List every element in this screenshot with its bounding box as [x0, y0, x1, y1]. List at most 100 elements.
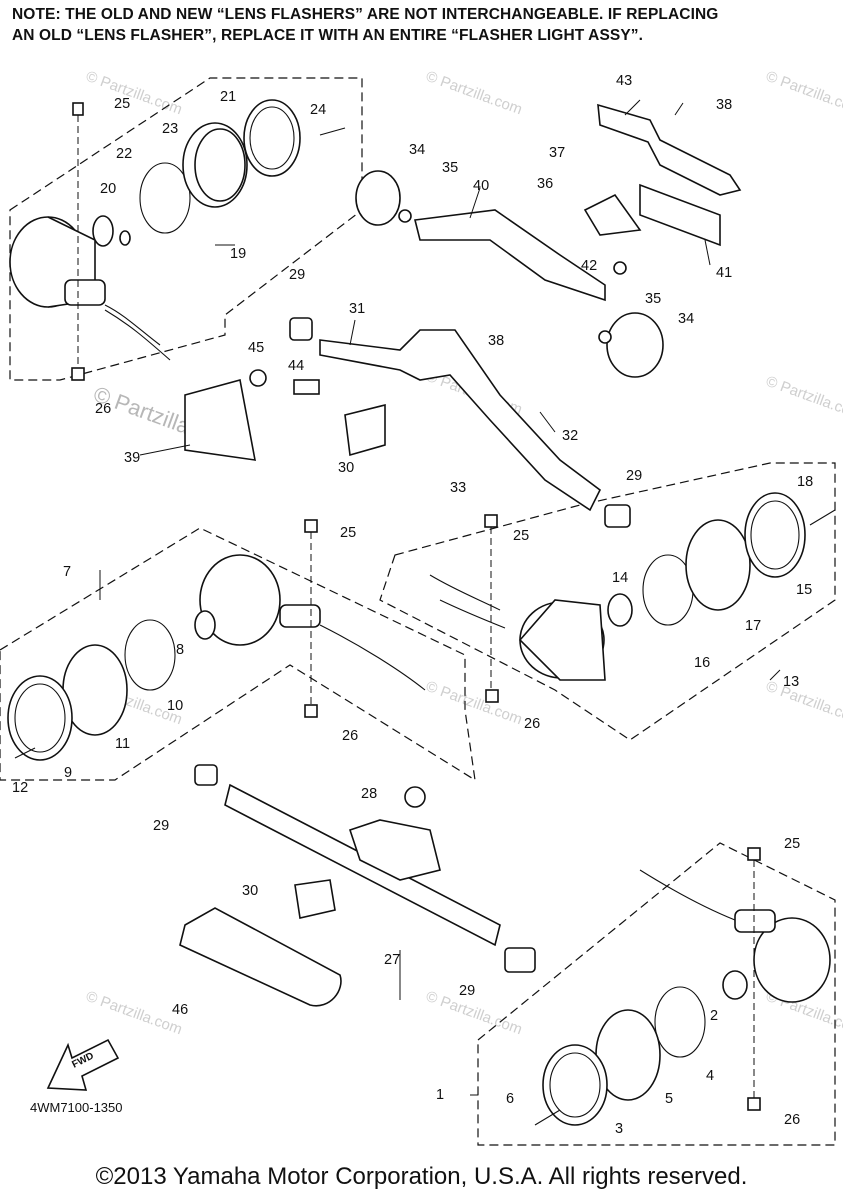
callout-10: 10 — [167, 698, 183, 714]
callouts: 1 2 3 4 5 6 7 8 9 10 11 12 13 14 15 16 1… — [12, 73, 813, 1137]
watermark: © Partzilla.com — [424, 678, 525, 729]
callout-39: 39 — [124, 450, 140, 466]
collar-44 — [293, 379, 320, 395]
callout-27: 27 — [384, 952, 400, 968]
cover-30 — [344, 403, 386, 457]
watermark: © Partzilla.com — [764, 68, 843, 119]
flasher-assy-19 — [9, 99, 346, 381]
washer-35b — [598, 330, 612, 344]
callout-29c: 29 — [153, 818, 169, 834]
callout-38b: 38 — [488, 333, 504, 349]
gasket-22 — [139, 162, 191, 234]
watermark: © Partzilla.com — [84, 988, 185, 1039]
bulb-8 — [194, 610, 216, 640]
callout-17: 17 — [745, 618, 761, 634]
watermark: © Partzilla.com — [764, 678, 843, 729]
leader-lines — [99, 99, 781, 1096]
callout-12: 12 — [12, 780, 28, 796]
nut-26c — [304, 704, 318, 718]
callout-7: 7 — [63, 564, 71, 580]
callout-19: 19 — [230, 246, 246, 262]
nut-26 — [71, 367, 85, 381]
callout-34a: 34 — [409, 142, 425, 158]
callout-8: 8 — [176, 642, 184, 658]
callout-22: 22 — [116, 146, 132, 162]
watermark: © Partzilla.com — [764, 373, 843, 424]
callout-42: 42 — [581, 258, 597, 274]
bolt-25c — [304, 519, 318, 533]
callout-21: 21 — [220, 89, 236, 105]
bulb-2 — [722, 970, 748, 1000]
assembly-box-13 — [379, 462, 836, 741]
callout-24: 24 — [310, 102, 326, 118]
callout-25c: 25 — [513, 528, 529, 544]
rim-17 — [685, 519, 751, 611]
callout-26d: 26 — [784, 1112, 800, 1128]
lens-21 — [243, 99, 301, 177]
callout-2: 2 — [710, 1008, 718, 1024]
watermark: © Partzilla.com — [84, 68, 185, 119]
callout-26a: 26 — [95, 401, 111, 417]
callout-30b: 30 — [242, 883, 258, 899]
rear-bar-27 — [194, 764, 536, 973]
callout-29d: 29 — [459, 983, 475, 999]
callout-26c: 26 — [524, 716, 540, 732]
callout-33: 33 — [450, 480, 466, 496]
callout-15: 15 — [796, 582, 812, 598]
callout-38a: 38 — [716, 97, 732, 113]
screw-24 — [319, 127, 346, 136]
stay-43 — [597, 103, 742, 196]
bracket-28 — [348, 819, 441, 881]
callout-26b: 26 — [342, 728, 358, 744]
copyright-notice: ©2013 Yamaha Motor Corporation, U.S.A. A… — [95, 1163, 748, 1190]
callout-31: 31 — [349, 301, 365, 317]
damper-45 — [249, 369, 267, 387]
callout-45: 45 — [248, 340, 264, 356]
callout-43: 43 — [616, 73, 632, 89]
flasher-assy-7 — [7, 519, 426, 761]
lens-3 — [542, 1044, 608, 1126]
fwd-arrow-icon: FWD — [46, 1038, 120, 1091]
callout-3: 3 — [615, 1121, 623, 1137]
callout-40: 40 — [473, 178, 489, 194]
callout-1: 1 — [436, 1087, 444, 1103]
bracket-39 — [184, 378, 256, 461]
collar-29d — [504, 947, 536, 973]
flasher-assy-13 — [429, 492, 836, 703]
cap-34 — [355, 170, 401, 226]
callout-28: 28 — [361, 786, 377, 802]
callout-16: 16 — [694, 655, 710, 671]
screw-12 — [14, 747, 36, 759]
callout-32: 32 — [562, 428, 578, 444]
diagram-code: 4WM7100-1350 — [30, 1100, 123, 1115]
callout-4: 4 — [706, 1068, 714, 1084]
nut-26d — [747, 1097, 761, 1111]
callout-11: 11 — [115, 736, 130, 752]
bracket-40 — [414, 209, 606, 302]
collar-29 — [289, 317, 313, 341]
callout-25a: 25 — [114, 96, 130, 112]
gasket-10 — [124, 619, 176, 691]
gasket-4 — [654, 986, 706, 1058]
nut-26b — [485, 689, 499, 703]
callout-23: 23 — [162, 121, 178, 137]
bulb-14 — [607, 593, 633, 627]
parts-note: NOTE: THE OLD AND NEW “LENS FLASHERS” AR… — [12, 4, 832, 46]
collar-29c — [194, 764, 218, 786]
callout-18: 18 — [797, 474, 813, 490]
callout-29b: 29 — [626, 468, 642, 484]
lens-9 — [7, 675, 73, 761]
callout-20: 20 — [100, 181, 116, 197]
callout-6: 6 — [506, 1091, 514, 1107]
bolt-25d — [747, 847, 761, 861]
bracket-36 — [583, 193, 642, 236]
screw-6 — [534, 1109, 561, 1126]
callout-35b: 35 — [645, 291, 661, 307]
callout-36: 36 — [537, 176, 553, 192]
note-line-1: NOTE: THE OLD AND NEW “LENS FLASHERS” AR… — [12, 6, 719, 23]
bulb-20 — [92, 215, 114, 247]
callout-46: 46 — [172, 1002, 188, 1018]
cover-46 — [179, 907, 342, 1007]
callout-25b: 25 — [340, 525, 356, 541]
